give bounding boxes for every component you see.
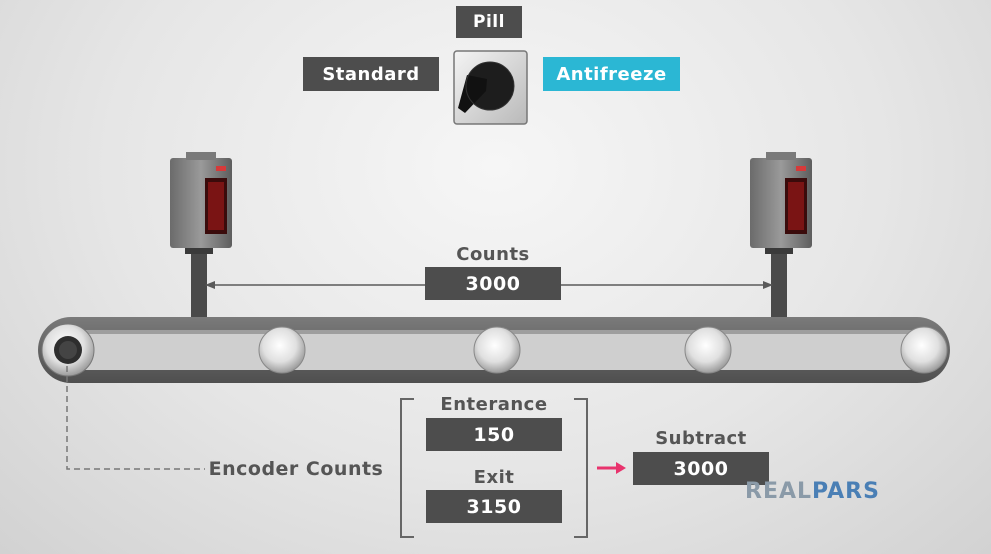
rotary-knob-icon [453,50,528,125]
entrance-value: 150 [426,418,562,451]
exit-value: 3150 [426,490,562,523]
counts-value: 3000 [425,267,561,300]
left-photo-sensor [170,152,232,320]
pill-label: Pill [456,6,522,38]
logo-part-real: REAL [745,479,813,504]
encoder-counts-label: Encoder Counts [208,458,384,480]
encoder-wheel-icon [54,336,82,364]
entrance-label: Enterance [440,394,548,415]
selector-switch[interactable] [453,50,528,125]
logo-part-pars: PARS [812,479,880,504]
subtract-value: 3000 [633,452,769,485]
standard-option-label[interactable]: Standard [303,57,439,91]
antifreeze-option-label[interactable]: Antifreeze [543,57,680,91]
left-bracket [400,398,414,538]
encoder-dashed-line [66,366,205,470]
subtract-arrow-icon [597,462,626,474]
exit-label: Exit [473,467,515,488]
realpars-logo: REALPARS [745,479,880,504]
counts-label: Counts [456,244,530,265]
right-bracket [574,398,588,538]
subtract-label: Subtract [655,428,747,449]
right-photo-sensor [750,152,812,320]
